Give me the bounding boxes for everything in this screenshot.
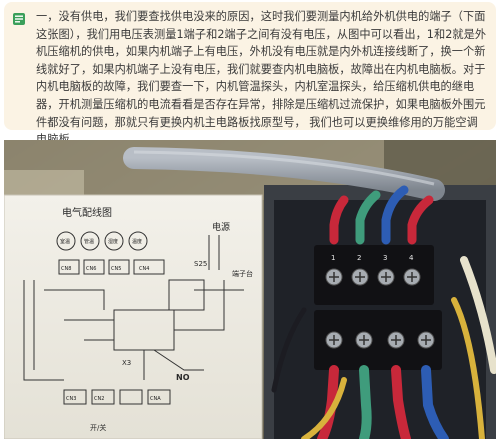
cn-label-2: CN5 bbox=[111, 266, 121, 272]
circle-label-0: 室温 bbox=[60, 238, 70, 245]
wiring-diagram-label: 电气配线图 电源 S25 端子台 室温 管温 湿度 温度 bbox=[4, 194, 263, 439]
terminal-box-label: 端子台 bbox=[232, 269, 253, 278]
terminal-number-1: 2 bbox=[357, 254, 361, 262]
terminal-block: 1 2 3 4 bbox=[314, 245, 442, 370]
power-label: 电源 bbox=[212, 221, 230, 233]
relay-label: X3 bbox=[122, 359, 131, 367]
no-label: NO bbox=[176, 373, 190, 382]
circle-label-2: 湿度 bbox=[108, 238, 118, 245]
wiring-photo: 电气配线图 电源 S25 端子台 室温 管温 湿度 温度 bbox=[4, 140, 496, 439]
cn-label-6: CNA bbox=[150, 396, 161, 402]
connection-wires bbox=[271, 185, 496, 439]
circle-label-3: 温度 bbox=[132, 238, 142, 245]
switch-label: 开/关 bbox=[90, 423, 106, 432]
terminal-number-3: 4 bbox=[409, 254, 414, 262]
cn-label-3: CN4 bbox=[139, 266, 149, 272]
cn-label-1: CN6 bbox=[86, 266, 96, 272]
circle-label-1: 管温 bbox=[84, 238, 94, 245]
cn-label-4: CN3 bbox=[66, 396, 76, 402]
terminal-number-0: 1 bbox=[331, 254, 335, 262]
terminal-number-2: 3 bbox=[383, 254, 387, 262]
note-icon bbox=[13, 13, 25, 25]
note-card: 一，没有供电，我们要查找供电没来的原因，这时我们要测量内机给外机供电的端子（下面… bbox=[4, 2, 496, 146]
diagram-title: 电气配线图 bbox=[62, 206, 112, 219]
cn-label-0: CN8 bbox=[61, 266, 71, 272]
cn-label-5: CN2 bbox=[94, 396, 104, 402]
power-code: S25 bbox=[194, 260, 207, 268]
note-text: 一，没有供电，我们要查找供电没来的原因，这时我们要测量内机给外机供电的端子（下面… bbox=[36, 10, 487, 147]
